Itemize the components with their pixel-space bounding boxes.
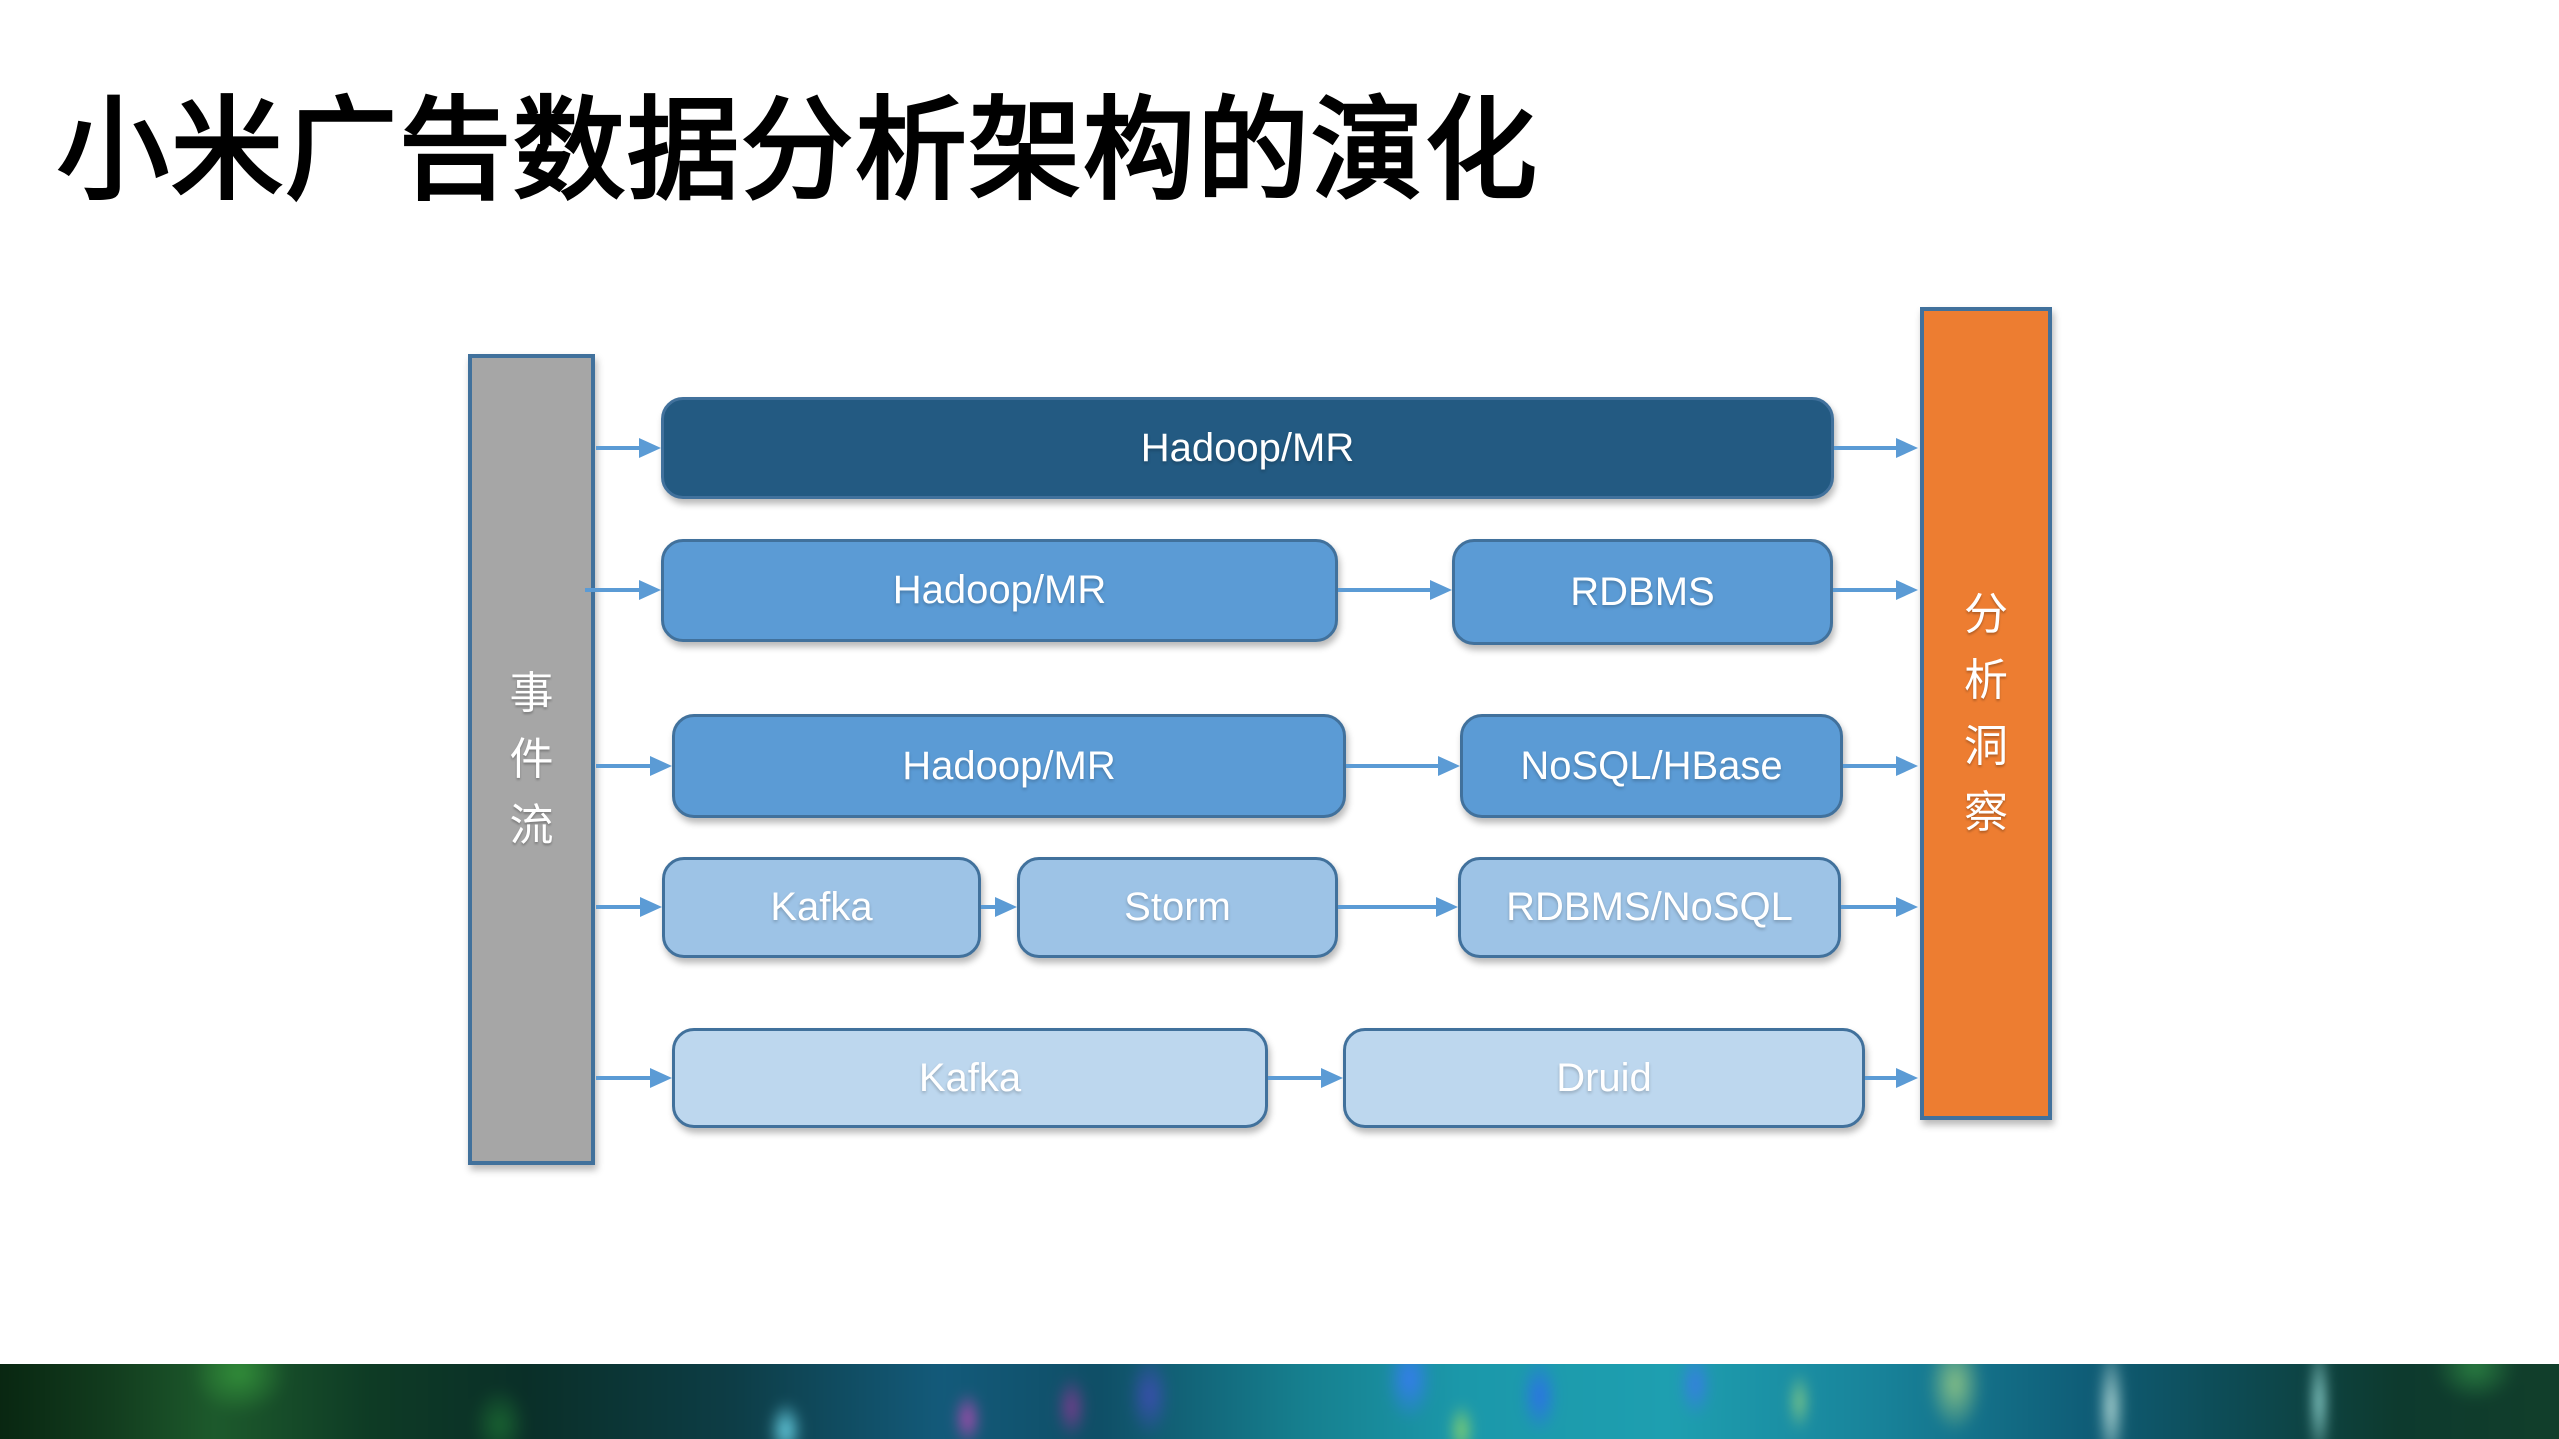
arrow-stage4-storm-to-rdbms — [1338, 897, 1458, 917]
arrow-source-to-stage3 — [596, 756, 672, 776]
stage4-rdbms-nosql-box: RDBMS/NoSQL — [1458, 857, 1841, 958]
stage5-druid-label: Druid — [1556, 1055, 1652, 1100]
event-stream-label: 事件流 — [509, 667, 554, 851]
arrow-source-to-stage2 — [585, 580, 661, 600]
stage5-kafka-label: Kafka — [918, 1055, 1022, 1100]
stage3-hadoop-mr-label: Hadoop/MR — [902, 743, 1116, 788]
arrow-stage3-to-sink — [1843, 756, 1918, 776]
footer-cityscape-blur-layer — [0, 1364, 2559, 1439]
analysis-insight-label: 分析洞察 — [1964, 588, 2008, 838]
arrow-stage2-to-sink — [1833, 580, 1918, 600]
stage5-druid-box: Druid — [1343, 1028, 1865, 1128]
stage4-storm-label: Storm — [1124, 885, 1231, 929]
stage1-hadoop-mr-label: Hadoop/MR — [1140, 425, 1355, 470]
stage2-rdbms-label: RDBMS — [1570, 569, 1715, 614]
stage3-nosql-hbase-box: NoSQL/HBase — [1460, 714, 1843, 818]
arrow-stage5-to-sink — [1865, 1068, 1918, 1088]
arrow-source-to-stage5 — [596, 1068, 672, 1088]
stage3-hadoop-mr-box: Hadoop/MR — [672, 714, 1346, 818]
arrow-stage5-kafka-to-druid — [1268, 1068, 1343, 1088]
arrow-source-to-stage1 — [596, 438, 661, 458]
arrow-stage1-to-sink — [1834, 438, 1918, 458]
stage1-hadoop-mr-box: Hadoop/MR — [661, 397, 1834, 499]
stage3-nosql-hbase-label: NoSQL/HBase — [1520, 743, 1783, 788]
stage2-rdbms-box: RDBMS — [1452, 539, 1833, 645]
arrow-source-to-stage4 — [596, 897, 662, 917]
arrow-stage3-hadoop-to-nosql — [1346, 756, 1460, 776]
stage4-rdbms-nosql-label: RDBMS/NoSQL — [1506, 885, 1793, 929]
stage2-hadoop-mr-label: Hadoop/MR — [892, 568, 1107, 612]
arrow-stage2-hadoop-to-rdbms — [1338, 580, 1452, 600]
stage4-storm-box: Storm — [1017, 857, 1338, 958]
analysis-insight-box: 分析洞察 — [1920, 307, 2052, 1120]
stage5-kafka-box: Kafka — [672, 1028, 1268, 1128]
stage4-kafka-box: Kafka — [662, 857, 981, 958]
footer-cityscape-image — [0, 1364, 2559, 1439]
arrow-stage4-to-sink — [1841, 897, 1918, 917]
slide-title: 小米广告数据分析架构的演化 — [57, 88, 1539, 213]
stage2-hadoop-mr-box: Hadoop/MR — [661, 539, 1338, 642]
event-stream-box: 事件流 — [468, 354, 595, 1165]
arrow-stage4-kafka-to-storm — [981, 897, 1017, 917]
stage4-kafka-label: Kafka — [770, 885, 873, 929]
